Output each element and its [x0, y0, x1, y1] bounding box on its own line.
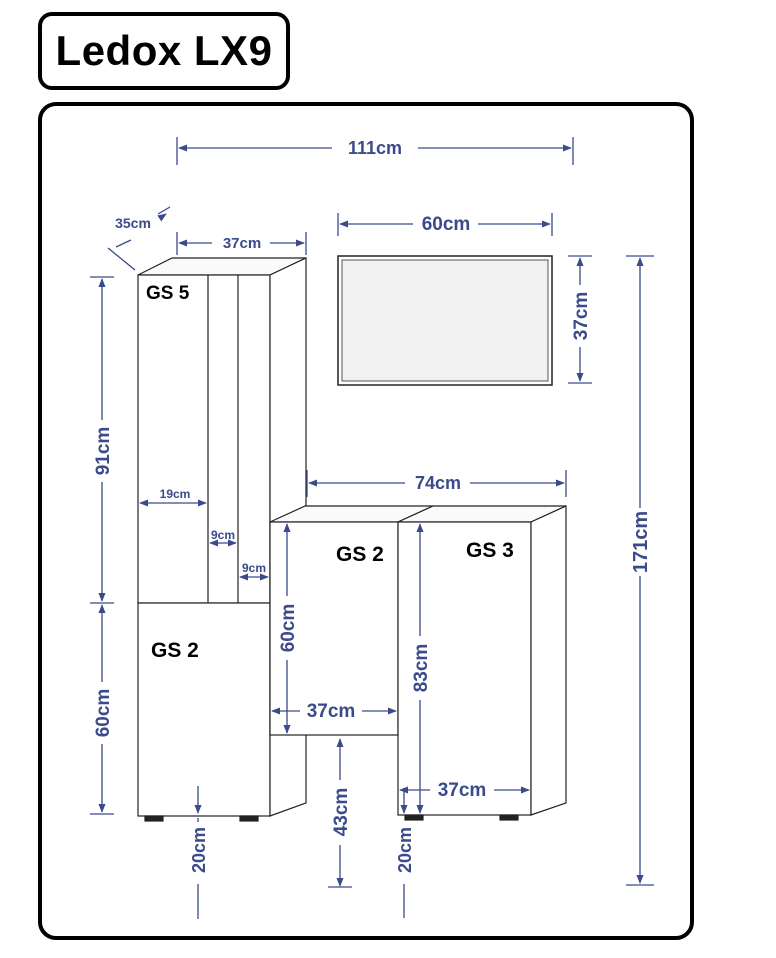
dim-tall-bottom-height: 60cm — [93, 689, 114, 738]
dim-overall-width: 111cm — [348, 138, 402, 158]
dim-right-leg: 20cm — [395, 827, 415, 873]
product-title: Ledox LX9 — [55, 27, 273, 74]
dim-mirror-height: 37cm — [571, 292, 592, 341]
dim-mid-height: 60cm — [278, 604, 299, 653]
dim-shelf-19: 19cm — [160, 487, 191, 501]
label-tall-top: GS 5 — [146, 283, 190, 304]
title-box: Ledox LX9 — [38, 12, 290, 90]
mirror-glass — [341, 259, 549, 382]
dim-mid-width: 37cm — [307, 701, 356, 722]
dim-tall-leg: 20cm — [189, 827, 209, 873]
label-tall-bottom: GS 2 — [151, 639, 199, 662]
dim-shelf-9b: 9cm — [242, 561, 266, 575]
tall-cabinet-front-upper — [137, 274, 271, 604]
mid-cabinet — [269, 505, 434, 736]
tall-cabinet-front-lower — [137, 602, 271, 817]
dim-right-width: 37cm — [438, 780, 487, 801]
mid-cabinet-front — [269, 521, 399, 736]
dimension-lines — [90, 137, 654, 919]
label-right: GS 3 — [466, 539, 514, 562]
dim-tall-top-height: 91cm — [93, 427, 114, 476]
right-cabinet-side — [530, 505, 567, 816]
right-cabinet-foot-right — [499, 814, 519, 821]
right-cabinet-foot-left — [404, 814, 424, 821]
dim-right-height: 83cm — [411, 644, 432, 693]
dim-tall-width: 37cm — [223, 235, 261, 252]
label-mid: GS 2 — [336, 543, 384, 566]
mirror — [337, 255, 553, 386]
dim-mid-gap: 43cm — [331, 788, 352, 837]
dim-shelf-9a: 9cm — [211, 528, 235, 542]
dim-overall-height: 171cm — [630, 511, 652, 573]
tall-cabinet-foot-right — [239, 815, 259, 822]
dim-mirror-width: 60cm — [422, 214, 471, 235]
dim-tall-depth: 35cm — [115, 215, 151, 231]
dim-low-group-width: 74cm — [415, 473, 461, 493]
tall-cabinet-foot-left — [144, 815, 164, 822]
